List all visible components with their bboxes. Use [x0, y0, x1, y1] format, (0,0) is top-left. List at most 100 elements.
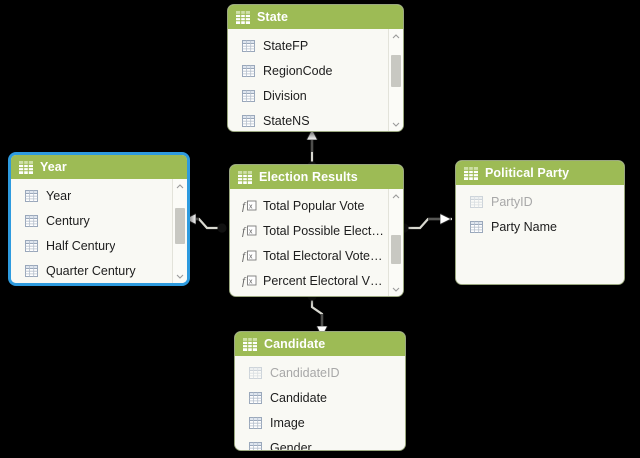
scroll-down-icon[interactable]: [389, 282, 403, 296]
column-icon: [242, 114, 255, 127]
scrollbar-election-results[interactable]: [388, 189, 403, 296]
column-icon: [249, 416, 262, 429]
field-row[interactable]: Image: [235, 410, 405, 435]
field-row[interactable]: Party Name: [456, 214, 624, 239]
field-row[interactable]: f x Total Popular Vote: [230, 193, 403, 218]
field-row[interactable]: f x Total Electoral Vote…: [230, 243, 403, 268]
measure-icon: f x: [242, 251, 257, 263]
field-row[interactable]: Gender: [235, 435, 405, 450]
field-row[interactable]: StateNS: [228, 108, 403, 131]
measure-icon: f x: [242, 276, 257, 288]
field-label: Year: [46, 188, 72, 203]
scrollbar-thumb[interactable]: [175, 208, 185, 244]
table-card-year[interactable]: Year Year Ce: [9, 153, 189, 285]
field-label: Division: [263, 88, 307, 103]
field-label: Total Possible Elect…: [263, 223, 384, 238]
table-card-candidate[interactable]: Candidate CandidateID: [234, 331, 406, 451]
table-header-candidate[interactable]: Candidate: [235, 332, 405, 356]
field-row[interactable]: PartyID: [456, 189, 624, 214]
column-icon: [249, 391, 262, 404]
table-header-year[interactable]: Year: [11, 155, 187, 179]
table-name-candidate: Candidate: [264, 337, 326, 351]
field-row[interactable]: f x Percent Popular Vo…: [230, 293, 403, 296]
table-icon: [243, 337, 257, 351]
column-icon: [470, 220, 483, 233]
table-name-political-party: Political Party: [485, 166, 570, 180]
table-icon: [236, 10, 250, 24]
field-label: Party Name: [491, 219, 557, 234]
field-label: Gender: [270, 440, 312, 451]
field-row[interactable]: CandidateID: [235, 360, 405, 385]
column-icon: [25, 264, 38, 277]
table-icon: [19, 160, 33, 174]
measure-icon: f x: [242, 201, 257, 213]
field-label: Total Popular Vote: [263, 198, 365, 213]
column-icon: [242, 89, 255, 102]
scroll-up-icon[interactable]: [389, 189, 403, 203]
field-label: Century: [46, 213, 90, 228]
field-label: StateFP: [263, 38, 309, 53]
svg-text:f: f: [242, 251, 247, 263]
table-header-political-party[interactable]: Political Party: [456, 161, 624, 185]
field-label: Half Century: [46, 238, 116, 253]
table-card-state[interactable]: State StateFP: [227, 4, 404, 132]
svg-text:x: x: [249, 254, 253, 261]
field-row[interactable]: f x Total Possible Elect…: [230, 218, 403, 243]
field-row[interactable]: f x Percent Electoral V…: [230, 268, 403, 293]
field-label: PartyID: [491, 194, 533, 209]
table-icon: [464, 166, 478, 180]
field-list-political-party: PartyID Party Name: [456, 185, 624, 239]
table-body-candidate[interactable]: CandidateID Candidate: [235, 356, 405, 450]
table-header-state[interactable]: State: [228, 5, 403, 29]
table-name-year: Year: [40, 160, 67, 174]
field-row[interactable]: Half Century: [11, 233, 187, 258]
scrollbar-thumb[interactable]: [391, 55, 401, 87]
table-name-state: State: [257, 10, 289, 24]
table-card-election-results[interactable]: Election Results f x Total Popular Vote …: [229, 164, 404, 297]
svg-text:f: f: [242, 276, 247, 288]
field-label: Image: [270, 415, 305, 430]
scroll-up-icon[interactable]: [173, 179, 187, 193]
svg-text:x: x: [249, 229, 253, 236]
table-header-election-results[interactable]: Election Results: [230, 165, 403, 189]
column-icon: [242, 64, 255, 77]
table-body-state[interactable]: StateFP RegionCode D: [228, 29, 403, 131]
table-body-political-party[interactable]: PartyID Party Name: [456, 185, 624, 284]
field-label: Quarter Century: [46, 263, 136, 278]
table-name-election-results: Election Results: [259, 170, 358, 184]
column-icon: [249, 441, 262, 450]
field-row[interactable]: RegionCode: [228, 58, 403, 83]
field-row[interactable]: Year: [11, 183, 187, 208]
svg-text:x: x: [249, 204, 253, 211]
relationship-year-election[interactable]: [184, 219, 227, 233]
relationship-election-party[interactable]: [399, 219, 452, 233]
field-list-election-results: f x Total Popular Vote f x Total Possibl…: [230, 189, 403, 296]
field-row[interactable]: Division: [228, 83, 403, 108]
scrollbar-year[interactable]: [172, 179, 187, 283]
field-label: Candidate: [270, 390, 327, 405]
measure-icon: f x: [242, 226, 257, 238]
table-body-year[interactable]: Year Century Half Ce: [11, 179, 187, 283]
field-list-candidate: CandidateID Candidate: [235, 356, 405, 450]
field-row[interactable]: Century: [11, 208, 187, 233]
scroll-down-icon[interactable]: [173, 269, 187, 283]
table-card-political-party[interactable]: Political Party PartyID: [455, 160, 625, 285]
table-body-election-results[interactable]: f x Total Popular Vote f x Total Possibl…: [230, 189, 403, 296]
scroll-down-icon[interactable]: [389, 117, 403, 131]
scrollbar-state[interactable]: [388, 29, 403, 131]
scrollbar-thumb[interactable]: [391, 235, 401, 264]
column-icon: [470, 195, 483, 208]
field-row[interactable]: StateFP: [228, 33, 403, 58]
field-label: Percent Electoral V…: [263, 273, 383, 288]
field-list-state: StateFP RegionCode D: [228, 29, 403, 131]
field-label: RegionCode: [263, 63, 333, 78]
field-row[interactable]: Quarter Century: [11, 258, 187, 283]
column-icon: [242, 39, 255, 52]
relationship-election-candidate[interactable]: [307, 291, 322, 336]
svg-text:f: f: [242, 201, 247, 213]
column-icon: [25, 214, 38, 227]
scroll-up-icon[interactable]: [389, 29, 403, 43]
svg-text:f: f: [242, 226, 247, 238]
field-row[interactable]: Candidate: [235, 385, 405, 410]
